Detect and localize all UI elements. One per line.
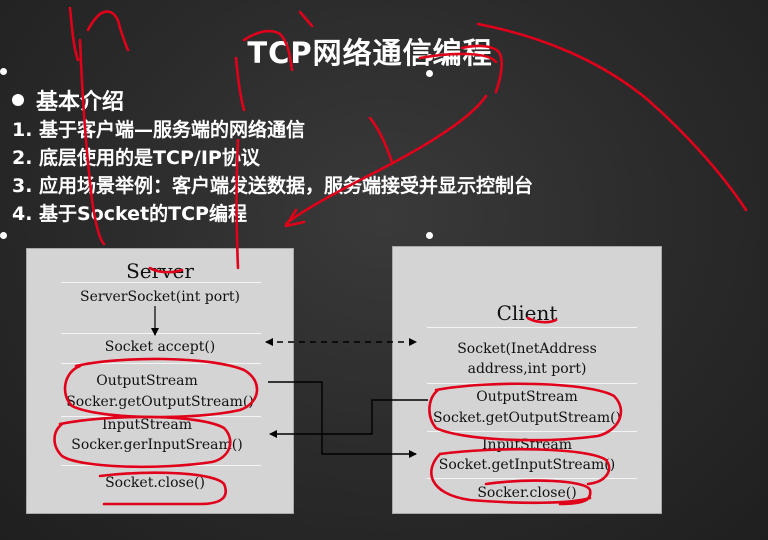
client-output-stream-label: OutputStream bbox=[476, 389, 578, 405]
slide-title: TCP网络通信编程 bbox=[247, 36, 493, 70]
divider bbox=[61, 465, 261, 466]
corner-dot bbox=[426, 70, 433, 77]
client-title: Client bbox=[496, 301, 558, 325]
accept-label: Socket accept() bbox=[104, 339, 216, 355]
intro-item: 3. 应用场景举例：客户端发送数据，服务端接受并显示控制台 bbox=[12, 175, 534, 197]
divider bbox=[427, 431, 637, 432]
bullet-icon bbox=[12, 94, 24, 106]
server-output-stream-label: OutputStream bbox=[96, 373, 198, 389]
corner-dot bbox=[426, 232, 433, 239]
intro-item: 4. 基于Socket的TCP编程 bbox=[12, 203, 247, 225]
client-socket-label-1: Socket(InetAddress bbox=[457, 341, 597, 357]
divider bbox=[427, 383, 637, 384]
client-box: Client Socket(InetAddress address,int po… bbox=[392, 246, 662, 514]
divider bbox=[427, 478, 637, 479]
intro-item: 1. 基于客户端—服务端的网络通信 bbox=[12, 119, 306, 141]
client-input-stream-label: InputStream bbox=[482, 437, 572, 453]
server-get-input-label: Socker.gerInputSream() bbox=[71, 437, 243, 453]
server-box: Server ServerSocket(int port) Socket acc… bbox=[26, 248, 294, 514]
intro-heading: 基本介绍 bbox=[12, 84, 533, 116]
client-get-input-label: Socket.getInputStream() bbox=[438, 457, 616, 473]
divider bbox=[427, 327, 637, 328]
server-input-stream-label: InputStream bbox=[102, 417, 192, 433]
client-close-label: Socker.close() bbox=[477, 485, 577, 501]
red-annotation-stroke bbox=[298, 10, 314, 28]
corner-dot bbox=[0, 68, 7, 75]
intro-heading-text: 基本介绍 bbox=[36, 90, 125, 115]
server-socket-label: ServerSocket(int port) bbox=[80, 289, 240, 305]
client-get-output-label: Socket.getOutputStream() bbox=[432, 410, 622, 426]
divider bbox=[61, 363, 261, 364]
corner-dot bbox=[0, 232, 7, 239]
server-close-label: Socket.close() bbox=[105, 475, 205, 491]
divider bbox=[61, 282, 261, 283]
corner-dot bbox=[426, 54, 433, 61]
intro-item: 2. 底层使用的是TCP/IP协议 bbox=[12, 147, 260, 169]
client-socket-label-2: address,int port) bbox=[467, 361, 587, 377]
server-title: Server bbox=[126, 259, 194, 283]
intro-section: 基本介绍 1. 基于客户端—服务端的网络通信 2. 底层使用的是TCP/IP协议… bbox=[12, 84, 533, 228]
divider bbox=[61, 333, 261, 334]
server-get-output-label: Socker.getOutputStream() bbox=[66, 394, 254, 410]
